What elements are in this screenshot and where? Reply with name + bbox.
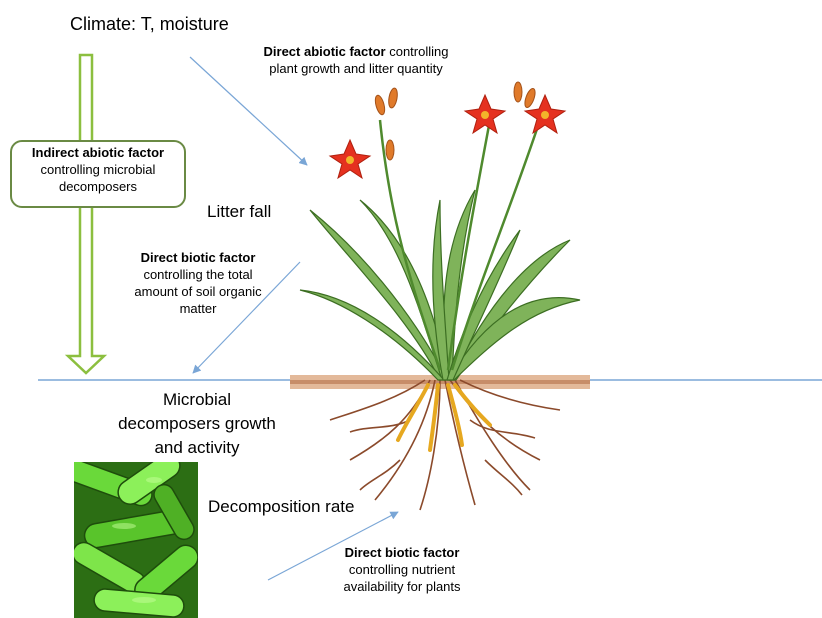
- plant-illustration: [290, 80, 590, 520]
- abiotic-direct-line2: plant growth and litter quantity: [269, 61, 442, 76]
- litter-fall-label: Litter fall: [207, 202, 271, 222]
- biotic-nutrient-bold: Direct biotic factor: [345, 545, 460, 560]
- indirect-abiotic-line3: decomposers: [59, 179, 137, 194]
- indirect-abiotic-box: Indirect abiotic factor controlling micr…: [10, 140, 186, 208]
- biotic-som-line3: amount of soil organic: [134, 284, 261, 299]
- microbial-line2: decomposers growth: [118, 414, 276, 433]
- climate-label: Climate: T, moisture: [70, 14, 229, 35]
- abiotic-direct-bold: Direct abiotic factor: [264, 44, 386, 59]
- biotic-nutrient-line2: controlling nutrient: [349, 562, 455, 577]
- bacteria-image: [74, 462, 198, 618]
- biotic-nutrient-label: Direct biotic factor controlling nutrien…: [312, 544, 492, 595]
- biotic-nutrient-line3: availability for plants: [343, 579, 460, 594]
- down-arrow-icon: [68, 55, 104, 373]
- leaves: [300, 190, 580, 380]
- indirect-abiotic-bold: Indirect abiotic factor: [32, 145, 164, 160]
- buds: [374, 82, 538, 160]
- abiotic-direct-label: Direct abiotic factor controlling plant …: [236, 43, 476, 77]
- biotic-som-label: Direct biotic factor controlling the tot…: [108, 249, 288, 317]
- decomposition-rate-label: Decomposition rate: [208, 497, 354, 517]
- roots: [330, 380, 560, 510]
- biotic-som-line4: matter: [180, 301, 217, 316]
- microbial-line3: and activity: [154, 438, 239, 457]
- abiotic-direct-rest: controlling: [386, 44, 449, 59]
- flowers: [330, 95, 565, 178]
- microbial-label: Microbial decomposers growth and activit…: [90, 388, 304, 460]
- biotic-som-bold: Direct biotic factor: [141, 250, 256, 265]
- microbial-line1: Microbial: [163, 390, 231, 409]
- indirect-abiotic-line2: controlling microbial: [41, 162, 156, 177]
- biotic-som-line2: controlling the total: [143, 267, 252, 282]
